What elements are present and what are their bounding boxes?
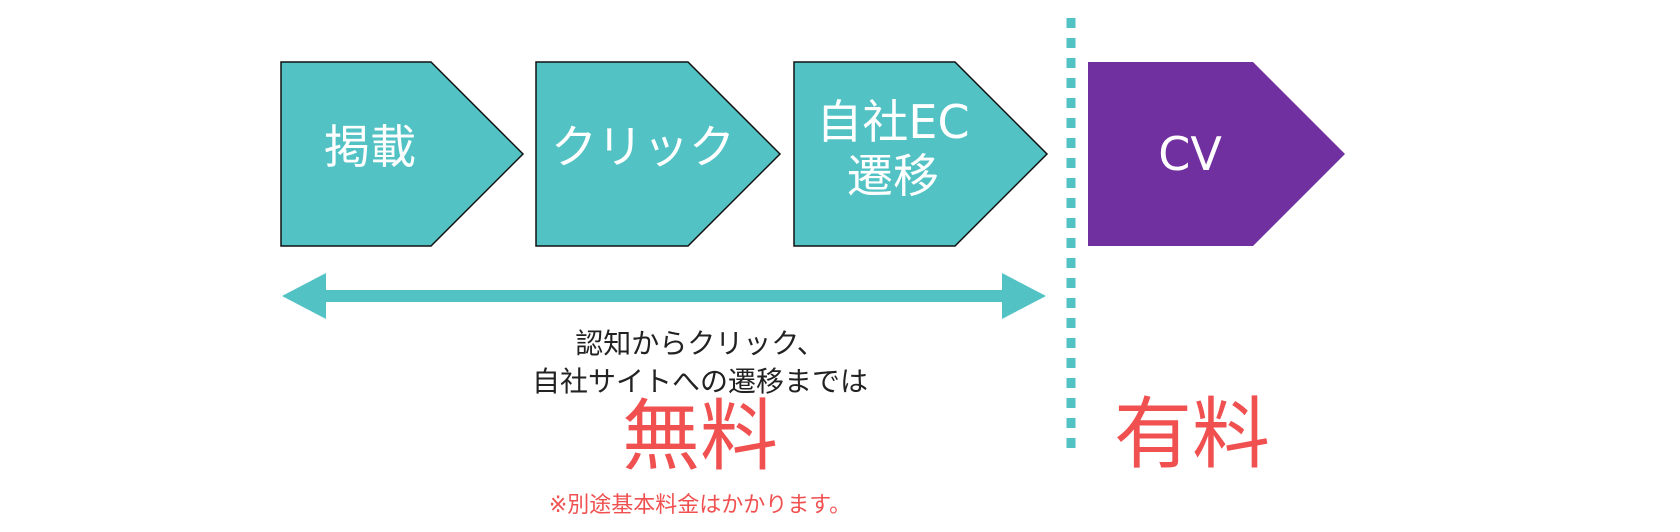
step-click-shape — [535, 61, 782, 247]
free-description-line-1: 認知からクリック、 — [575, 327, 825, 360]
free-range-arrow-shaft — [318, 290, 1008, 302]
free-range-arrow-right-head — [1002, 273, 1046, 319]
base-fee-note: ※別途基本料金はかかります。 — [548, 493, 852, 518]
step-listing-label: 掲載 — [324, 120, 416, 174]
step-cv: CV — [1088, 62, 1345, 246]
paid-label: 有料 — [1113, 390, 1270, 480]
step-ec-transition-label-line1: 自社EC — [816, 95, 969, 149]
free-label: 無料 — [621, 392, 778, 482]
free-range-arrow-left-head — [282, 273, 326, 319]
step-click: クリック — [535, 61, 782, 247]
step-ec-transition-shape — [793, 61, 1049, 247]
step-click-label: クリック — [551, 120, 735, 174]
free-description: 認知からクリック、 自社サイトへの遷移までは — [440, 325, 960, 401]
step-cv-label: CV — [1158, 127, 1222, 181]
free-range-arrow — [282, 273, 1046, 319]
step-listing: 掲載 — [280, 61, 525, 247]
step-ec-transition-label-line2: 遷移 — [847, 149, 939, 203]
free-description-line-2: 自社サイトへの遷移までは — [531, 365, 868, 398]
step-cv-shape — [1088, 62, 1345, 246]
step-ec-transition: 自社EC 遷移 — [793, 61, 1049, 247]
step-listing-shape — [280, 61, 525, 247]
